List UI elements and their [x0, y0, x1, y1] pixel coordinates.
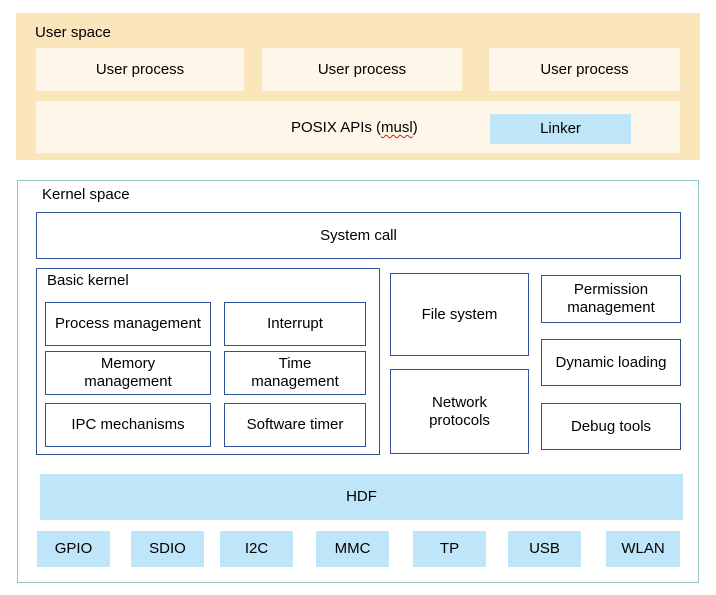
system-call-box: System call	[36, 212, 681, 259]
network-protocols-box: Network protocols	[390, 369, 529, 454]
driver-tp: TP	[413, 531, 486, 567]
process-management-box: Process management	[45, 302, 211, 346]
driver-sdio: SDIO	[131, 531, 204, 567]
dynamic-loading-box: Dynamic loading	[541, 339, 681, 386]
time-management-box: Time management	[224, 351, 366, 395]
file-system-box: File system	[390, 273, 529, 356]
user-process-1: User process	[36, 48, 244, 91]
driver-usb: USB	[508, 531, 581, 567]
linker-box: Linker	[490, 114, 631, 144]
ipc-mechanisms-box: IPC mechanisms	[45, 403, 211, 447]
driver-wlan: WLAN	[606, 531, 680, 567]
interrupt-box: Interrupt	[224, 302, 366, 346]
user-process-3: User process	[489, 48, 680, 91]
basic-kernel-title: Basic kernel	[47, 272, 129, 289]
driver-i2c: I2C	[220, 531, 293, 567]
kernel-space-title: Kernel space	[42, 186, 130, 203]
driver-gpio: GPIO	[37, 531, 110, 567]
user-process-2: User process	[262, 48, 462, 91]
posix-suffix: )	[412, 119, 418, 136]
posix-prefix: POSIX APIs (	[291, 119, 382, 136]
user-space-title: User space	[35, 24, 111, 41]
posix-lib: musl	[381, 119, 413, 136]
hdf-layer: HDF	[40, 474, 683, 520]
debug-tools-box: Debug tools	[541, 403, 681, 450]
posix-apis-label: POSIX APIs (musl)	[291, 119, 418, 137]
driver-mmc: MMC	[316, 531, 389, 567]
permission-management-box: Permission management	[541, 275, 681, 323]
software-timer-box: Software timer	[224, 403, 366, 447]
memory-management-box: Memory management	[45, 351, 211, 395]
